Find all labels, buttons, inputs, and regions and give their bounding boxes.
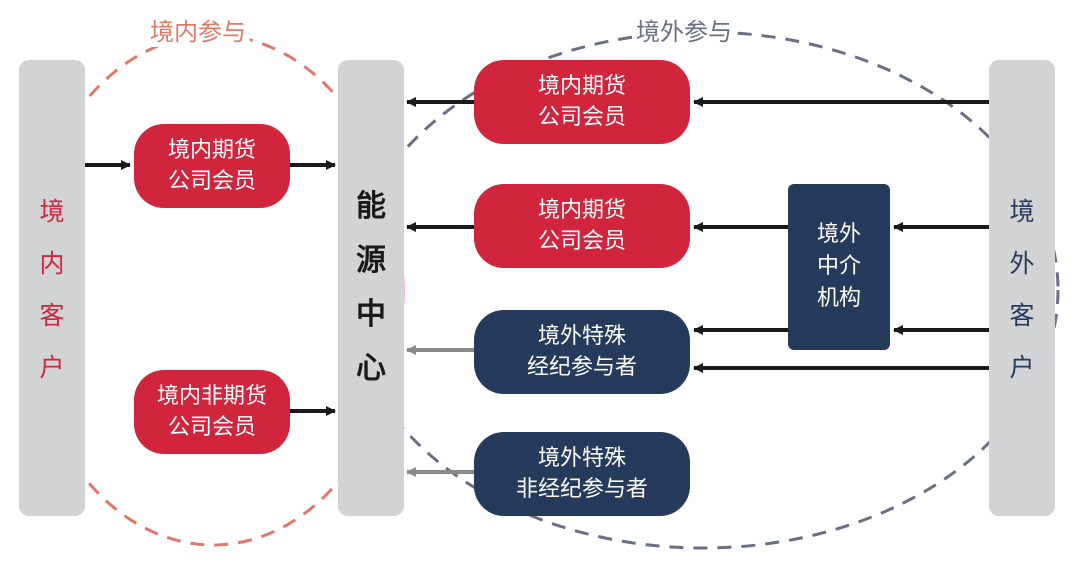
node-line: 中介	[816, 254, 861, 279]
node-line: 境外特殊	[537, 446, 626, 471]
node-line: 机构	[816, 286, 861, 311]
energy-center-char: 中	[356, 297, 386, 332]
node-line: 非经纪参与者	[515, 477, 648, 502]
energy-center-char: 源	[356, 243, 386, 278]
node-line: 经纪参与者	[526, 355, 637, 380]
overseas-client-column	[989, 60, 1055, 516]
energy-center-char: 能	[356, 189, 386, 224]
domestic-client-column	[19, 60, 85, 516]
domestic-client-char: 内	[39, 249, 65, 278]
domestic-futures-member-right-1: 境内期货 公司会员	[474, 60, 690, 144]
overseas-intermediary: 境外 中介 机构	[788, 184, 890, 350]
node-line: 公司会员	[537, 105, 626, 130]
domestic-client-label: 境 内 客 户	[19, 186, 85, 394]
overseas-group-label: 境外参与	[632, 12, 736, 47]
overseas-client-char: 户	[1009, 353, 1035, 382]
node-line: 境外	[816, 222, 861, 247]
overseas-client-char: 境	[1009, 197, 1035, 226]
node-line: 境内期货	[167, 138, 256, 163]
domestic-client-char: 户	[39, 353, 65, 382]
overseas-special-nonbroker: 境外特殊 非经纪参与者	[474, 432, 690, 516]
node-line: 公司会员	[537, 229, 626, 254]
domestic-futures-member-left: 境内期货 公司会员	[134, 124, 290, 208]
domestic-nonfutures-member: 境内非期货 公司会员	[134, 370, 290, 454]
node-line: 境内期货	[537, 74, 626, 99]
energy-center-char: 心	[356, 351, 386, 386]
node-line: 境内非期货	[156, 384, 267, 409]
domestic-futures-member-right-2: 境内期货 公司会员	[474, 184, 690, 268]
domestic-group-label: 境内参与	[146, 12, 250, 47]
domestic-client-char: 境	[39, 197, 65, 226]
overseas-client-label: 境 外 客 户	[989, 186, 1055, 394]
overseas-client-char: 外	[1009, 249, 1035, 278]
node-line: 境外特殊	[537, 324, 626, 349]
overseas-special-broker: 境外特殊 经纪参与者	[474, 310, 690, 394]
node-line: 公司会员	[167, 415, 256, 440]
node-line: 境内期货	[537, 198, 626, 223]
overseas-client-char: 客	[1009, 301, 1035, 330]
energy-center-label: 能 源 中 心	[338, 180, 404, 396]
energy-center-column	[338, 60, 404, 516]
node-line: 公司会员	[167, 169, 256, 194]
domestic-client-char: 客	[39, 301, 65, 330]
